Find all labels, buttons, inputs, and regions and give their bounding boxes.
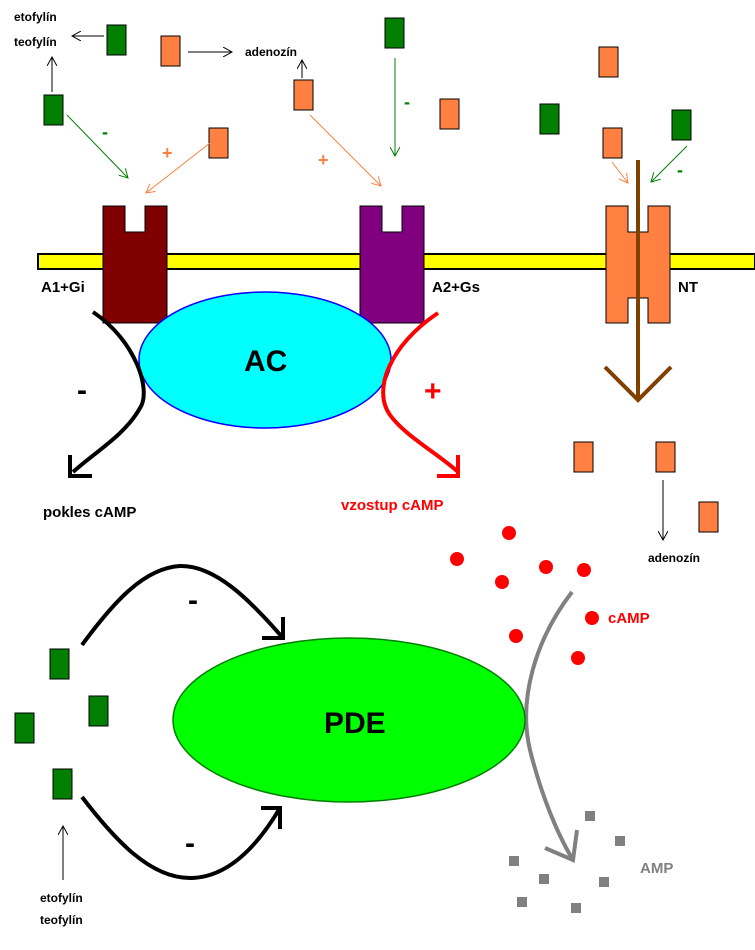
sign-minus-a2: - (404, 92, 410, 112)
adenosine-square (698, 501, 719, 533)
sign-plus-a2: + (318, 150, 329, 170)
orange-arrow-a1 (146, 142, 211, 193)
label-nt: NT (678, 279, 698, 296)
adenosine-square (160, 35, 181, 67)
xanthine-square (106, 24, 127, 56)
adenosine-square (439, 98, 460, 130)
vzostup-arrowhead (437, 455, 460, 478)
camp-dot (585, 611, 599, 625)
label-etofylin-bottom: etofylín (40, 891, 83, 905)
adenosine-square (598, 46, 619, 78)
camp-dot (571, 651, 585, 665)
adenosine-square (602, 127, 623, 159)
camp-to-amp-arrowhead (544, 829, 579, 863)
label-etofylin-top: etofylín (14, 10, 57, 24)
camp-to-amp-arrow (524, 590, 575, 862)
amp-square (517, 897, 527, 907)
xanthine-square (52, 768, 73, 800)
label-a1: A1+Gi (41, 279, 85, 296)
orange-arrow-a2 (309, 114, 381, 186)
label-teofylin-top: teofylín (14, 35, 57, 49)
label-adenozin-right: adenozín (648, 551, 700, 565)
pde-inhibit-arrow-bottom (80, 795, 282, 881)
label-pde: PDE (324, 707, 386, 740)
pde-enzyme (172, 637, 526, 803)
camp-dot (495, 575, 509, 589)
label-camp: cAMP (608, 610, 650, 627)
label-ac: AC (244, 345, 287, 378)
a2-receptor (359, 205, 425, 324)
label-teofylin-bottom: teofylín (40, 913, 83, 927)
pde-inhibit-arrowhead-top (262, 617, 285, 640)
amp-square (539, 874, 549, 884)
vzostup-arrow (381, 311, 460, 474)
sign-minus-pde-top: - (188, 584, 198, 617)
label-amp: AMP (640, 860, 673, 877)
xanthine-square (88, 695, 109, 727)
adenosine-square (293, 79, 314, 111)
xanthine-square (384, 17, 405, 49)
adenosine-square (655, 441, 676, 473)
amp-square (509, 856, 519, 866)
xanthine-square (49, 648, 70, 680)
sign-plus-a1: + (162, 143, 173, 163)
label-pokles: pokles cAMP (43, 504, 136, 521)
sign-minus-pde-bottom: - (185, 827, 195, 860)
xanthine-square (539, 103, 560, 135)
xanthine-square (671, 109, 692, 141)
adenosine-square (208, 127, 229, 159)
amp-square (615, 836, 625, 846)
xanthine-square (43, 94, 64, 126)
amp-square (585, 811, 595, 821)
camp-dot (539, 560, 553, 574)
sign-minus-nt: - (677, 160, 683, 180)
adenosine-square (573, 441, 594, 473)
pokles-arrow (71, 310, 146, 474)
a1-receptor (102, 205, 168, 324)
label-adenozin-top: adenozín (245, 45, 297, 59)
pde-inhibit-arrow-top (80, 563, 285, 647)
nt-arrowhead (603, 365, 673, 403)
pde-inhibit-arrowhead-bottom (261, 806, 282, 829)
camp-dot (450, 552, 464, 566)
sign-plus-ac: + (424, 375, 442, 408)
xanthine-square (14, 712, 35, 744)
amp-square (599, 877, 609, 887)
camp-dot (509, 629, 523, 643)
camp-dot (577, 563, 591, 577)
amp-square (571, 903, 581, 913)
green-arrow-a1 (66, 114, 128, 178)
pokles-arrowhead (68, 455, 92, 478)
camp-dot (502, 526, 516, 540)
sign-minus-ac: - (77, 374, 87, 407)
label-vzostup: vzostup cAMP (341, 497, 444, 514)
label-a2: A2+Gs (432, 279, 480, 296)
sign-minus-a1: - (102, 122, 108, 142)
orange-arrow-nt (611, 161, 628, 183)
green-arrow-nt (651, 145, 688, 182)
